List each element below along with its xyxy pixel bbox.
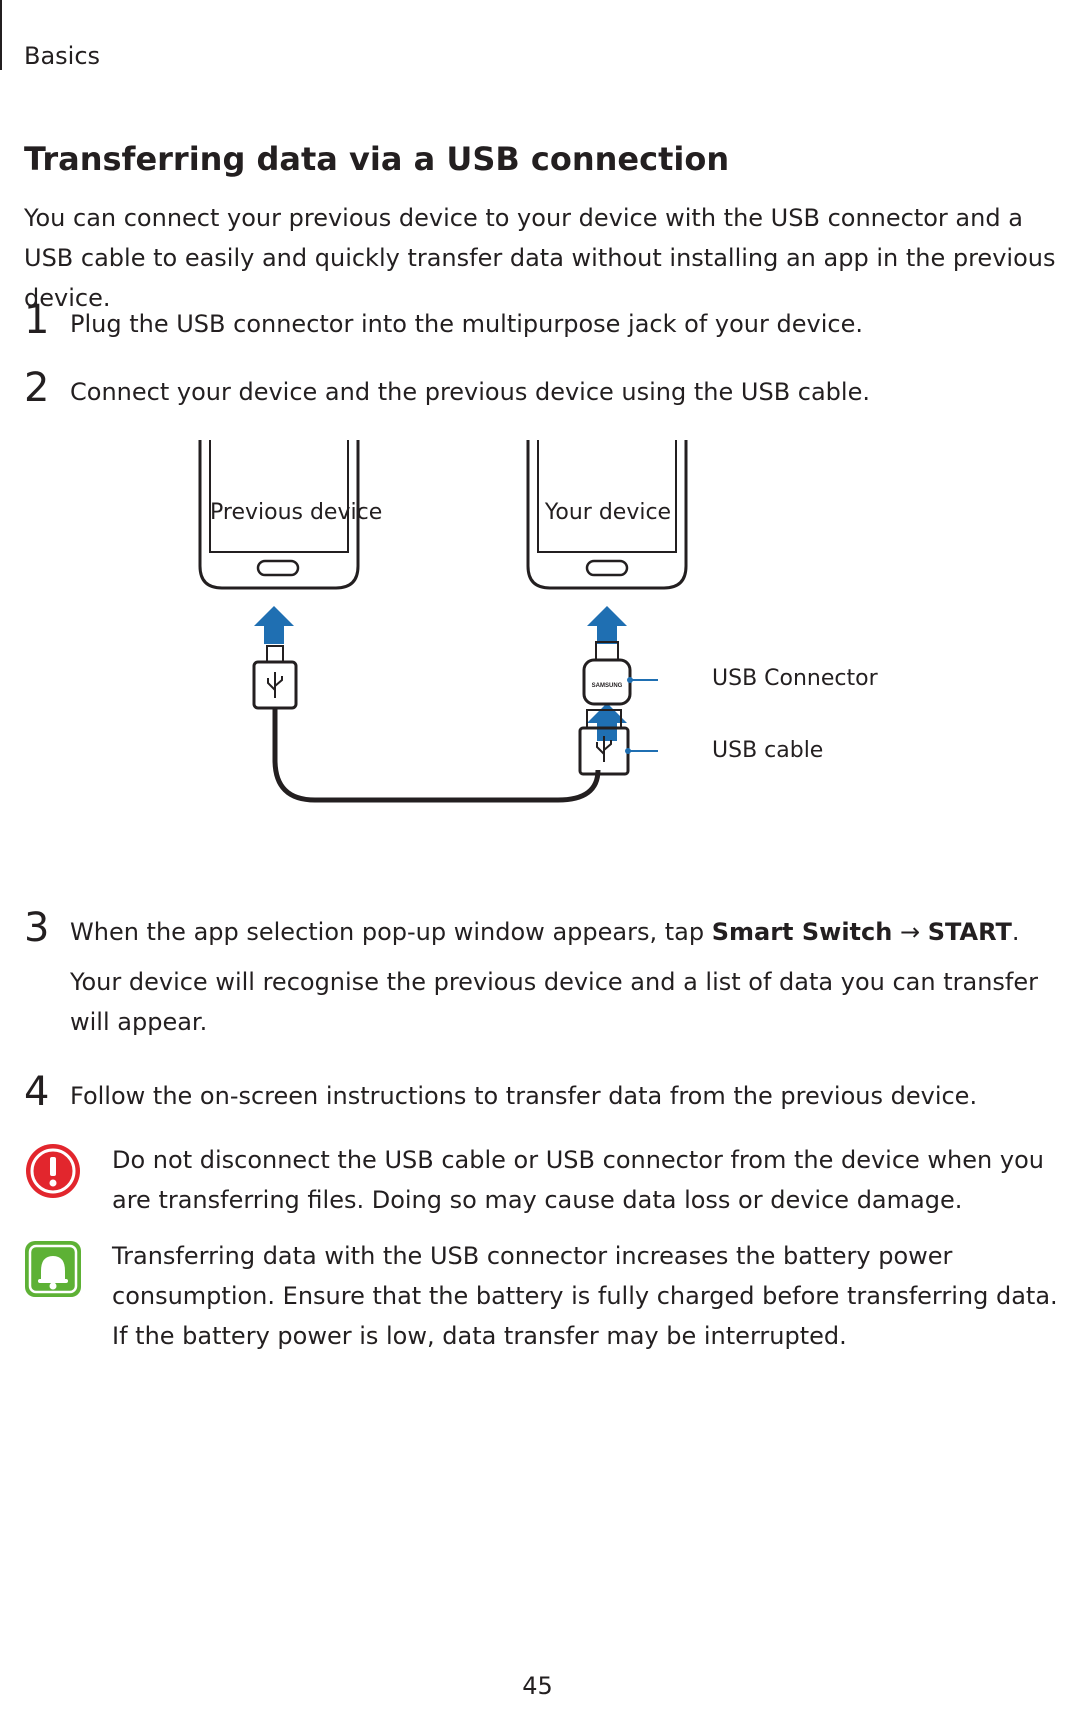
step-text-1: Plug the USB connector into the multipur… — [70, 310, 863, 338]
step-text-3: When the app selection pop-up window app… — [70, 918, 1020, 946]
smart-switch-label: Smart Switch — [711, 918, 893, 946]
step-number-1: 1 — [24, 297, 50, 343]
usb-cable-label: USB cable — [712, 738, 824, 763]
caution-note-text: Do not disconnect the USB cable or USB c… — [112, 1146, 1044, 1214]
your-device-outline — [526, 440, 688, 590]
notice-note-text: Transferring data with the USB connector… — [112, 1242, 1058, 1350]
diagram-illustration: SAMSUNG — [198, 440, 688, 803]
left-plug-tip — [266, 645, 284, 663]
intro-paragraph: You can connect your previous device to … — [24, 204, 1056, 312]
connector-tip — [595, 641, 619, 661]
connector-brand: SAMSUNG — [592, 683, 623, 689]
usb-connector-body — [582, 658, 632, 706]
arrow-up-cable — [587, 703, 627, 741]
usb-connection-diagram: SAMSUNG Previous device Your device USB … — [190, 440, 878, 860]
page-number: 45 — [522, 1672, 553, 1700]
caution-icon — [26, 1144, 80, 1198]
previous-device-label: Previous device — [210, 500, 383, 525]
notice-bell-icon — [25, 1241, 81, 1297]
previous-device-screen — [209, 440, 349, 553]
step-number-4: 4 — [24, 1069, 50, 1115]
page-title: Transferring data via a USB connection — [24, 140, 730, 178]
step-3-detail: Your device will recognise the previous … — [70, 968, 1038, 1036]
step-number-3: 3 — [24, 905, 50, 951]
previous-device-outline — [198, 440, 360, 590]
your-device-screen — [537, 440, 677, 553]
usb-connector-label: USB Connector — [712, 666, 878, 691]
previous-device-home-key — [256, 559, 300, 577]
margin-rule — [0, 0, 2, 70]
step-text-2: Connect your device and the previous dev… — [70, 378, 870, 406]
step-text-4: Follow the on-screen instructions to tra… — [70, 1082, 978, 1110]
start-label: START — [927, 918, 1012, 946]
your-device-label: Your device — [544, 500, 672, 525]
your-device-home-key — [585, 559, 629, 577]
section-label: Basics — [24, 42, 101, 70]
step-number-2: 2 — [24, 365, 50, 411]
usb-cable-line — [272, 708, 601, 803]
arrow-up-left — [254, 606, 294, 644]
arrow-up-connector — [587, 606, 627, 644]
